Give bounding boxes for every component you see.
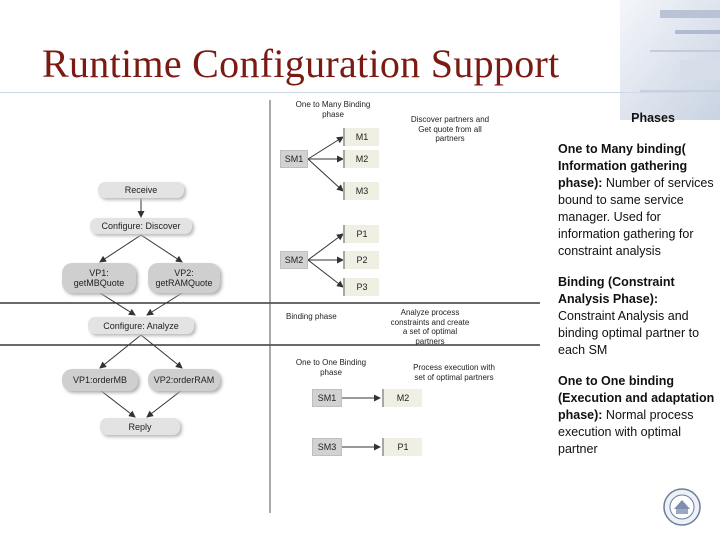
phase-item-one-to-one-title: One to One binding (Execution and adapta… [558,374,715,422]
phase-item-one-to-many-title: One to Many binding( Information gatheri… [558,142,688,190]
vp1-ordermb-node: VP1:orderMB [62,369,138,391]
configure-analyze-node: Configure: Analyze [88,317,194,334]
p1-box: P1 [343,225,379,243]
m1-box: M1 [343,128,379,146]
p2-box: P2 [343,251,379,269]
binding-diagram: Receive Configure: Discover VP1: getMBQu… [0,95,540,525]
vp2-getramquote-node: VP2: getRAMQuote [148,263,220,293]
phase-item-one-to-many-text: Number of services bound to same service… [558,176,714,258]
university-seal-icon [663,488,701,526]
phase-item-one-to-one-text: Normal process execution with optimal pa… [558,408,694,456]
m3-box: M3 [343,182,379,200]
phase-item-one-to-one: One to One binding (Execution and adapta… [558,373,718,458]
process-execution-note: Process execution with set of optimal pa… [413,363,495,382]
one-to-one-m2-box: M2 [382,389,422,407]
reply-node: Reply [100,418,180,435]
vp2-orderram-node: VP2:orderRAM [148,369,220,391]
binding-phase-label: Binding phase [286,312,337,321]
slide-title: Runtime Configuration Support [42,41,560,86]
sm1-box: SM1 [280,150,308,168]
one-to-many-binding-label: One to Many Binding phase [295,100,371,119]
one-to-one-sm1-box: SM1 [312,389,342,407]
corner-decoration-graphic [620,0,720,120]
m2-box: M2 [343,150,379,168]
phase-item-binding: Binding (Constraint Analysis Phase): Con… [558,274,718,359]
phase-item-binding-text: Constraint Analysis and binding optimal … [558,309,700,357]
vp1-getmbquote-node: VP1: getMBQuote [62,263,136,293]
diagram-connectors [0,100,540,513]
configure-discover-node: Configure: Discover [90,218,192,234]
receive-node: Receive [98,182,184,198]
phase-item-one-to-many: One to Many binding( Information gatheri… [558,141,718,260]
phases-heading: Phases [631,111,675,125]
title-rule [0,92,720,93]
p3-box: P3 [343,278,379,296]
one-to-one-sm3-box: SM3 [312,438,342,456]
phases-panel: Phases One to Many binding( Information … [558,110,718,472]
analyze-constraints-note: Analyze process constraints and create a… [390,308,470,346]
phase-item-binding-title: Binding (Constraint Analysis Phase): [558,275,675,306]
discover-partners-note: Discover partners and Get quote from all… [410,115,490,143]
one-to-one-p1-box: P1 [382,438,422,456]
sm2-box: SM2 [280,251,308,269]
corner-decoration [620,0,720,120]
one-to-one-binding-label: One to One Binding phase [295,358,367,377]
